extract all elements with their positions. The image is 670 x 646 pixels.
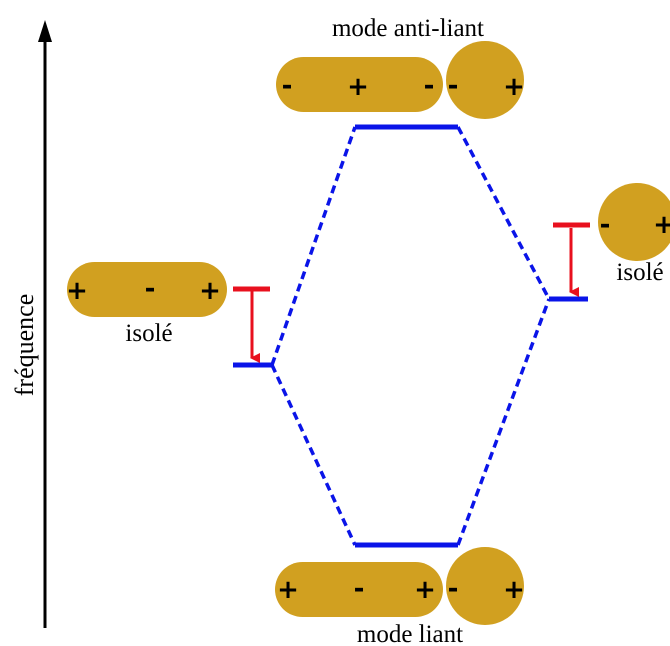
left-rod-charge-left: + [66,276,88,306]
top-sphere-charge-left: - [448,71,459,101]
top-sphere [446,41,524,119]
right-sphere-charge-left: - [600,210,611,240]
bottom-rod-charge-left: + [277,575,299,605]
bottom-sphere-charge-right: + [503,575,525,605]
isolated-sphere-group: - + isolé [598,183,670,286]
top-rod-charge-left: - [282,71,293,101]
frequency-axis-label: fréquence [10,294,39,396]
shift-arrows [250,228,579,363]
antibonding-particles: - + - - + mode anti-liant [276,15,525,119]
correlation-line-right-top [456,126,551,300]
frequency-axis: fréquence [10,20,52,628]
top-sphere-charge-right: + [503,72,525,102]
bottom-rod-charge-center: - [354,574,365,604]
left-rod-charge-center: - [145,274,156,304]
right-sphere-charge-right: + [653,210,670,240]
correlation-line-left-top [270,126,357,366]
left-rod [67,262,227,317]
right-isolated-label: isolé [616,259,663,286]
bottom-sphere-charge-left: - [448,574,459,604]
bottom-rod-charge-right: + [414,575,436,605]
top-rod-charge-right: - [424,71,435,101]
left-rod-charge-right: + [199,276,221,306]
top-rod [276,57,443,112]
correlation-lines [270,126,551,546]
frequency-axis-arrowhead [38,20,52,42]
right-sphere [598,183,670,261]
top-rod-charge-center: + [347,72,369,102]
antibonding-label: mode anti-liant [332,15,484,42]
bottom-sphere [446,547,524,625]
bottom-rod [275,562,443,617]
left-isolated-label: isolé [125,320,172,347]
correlation-line-left-bottom [270,364,357,546]
correlation-line-right-bottom [456,298,551,546]
energy-levels [233,124,590,548]
bonding-particles: + - + - + mode liant [275,547,525,646]
isolated-rod-group: + - + isolé [66,262,227,347]
bonding-label: mode liant [357,621,463,646]
